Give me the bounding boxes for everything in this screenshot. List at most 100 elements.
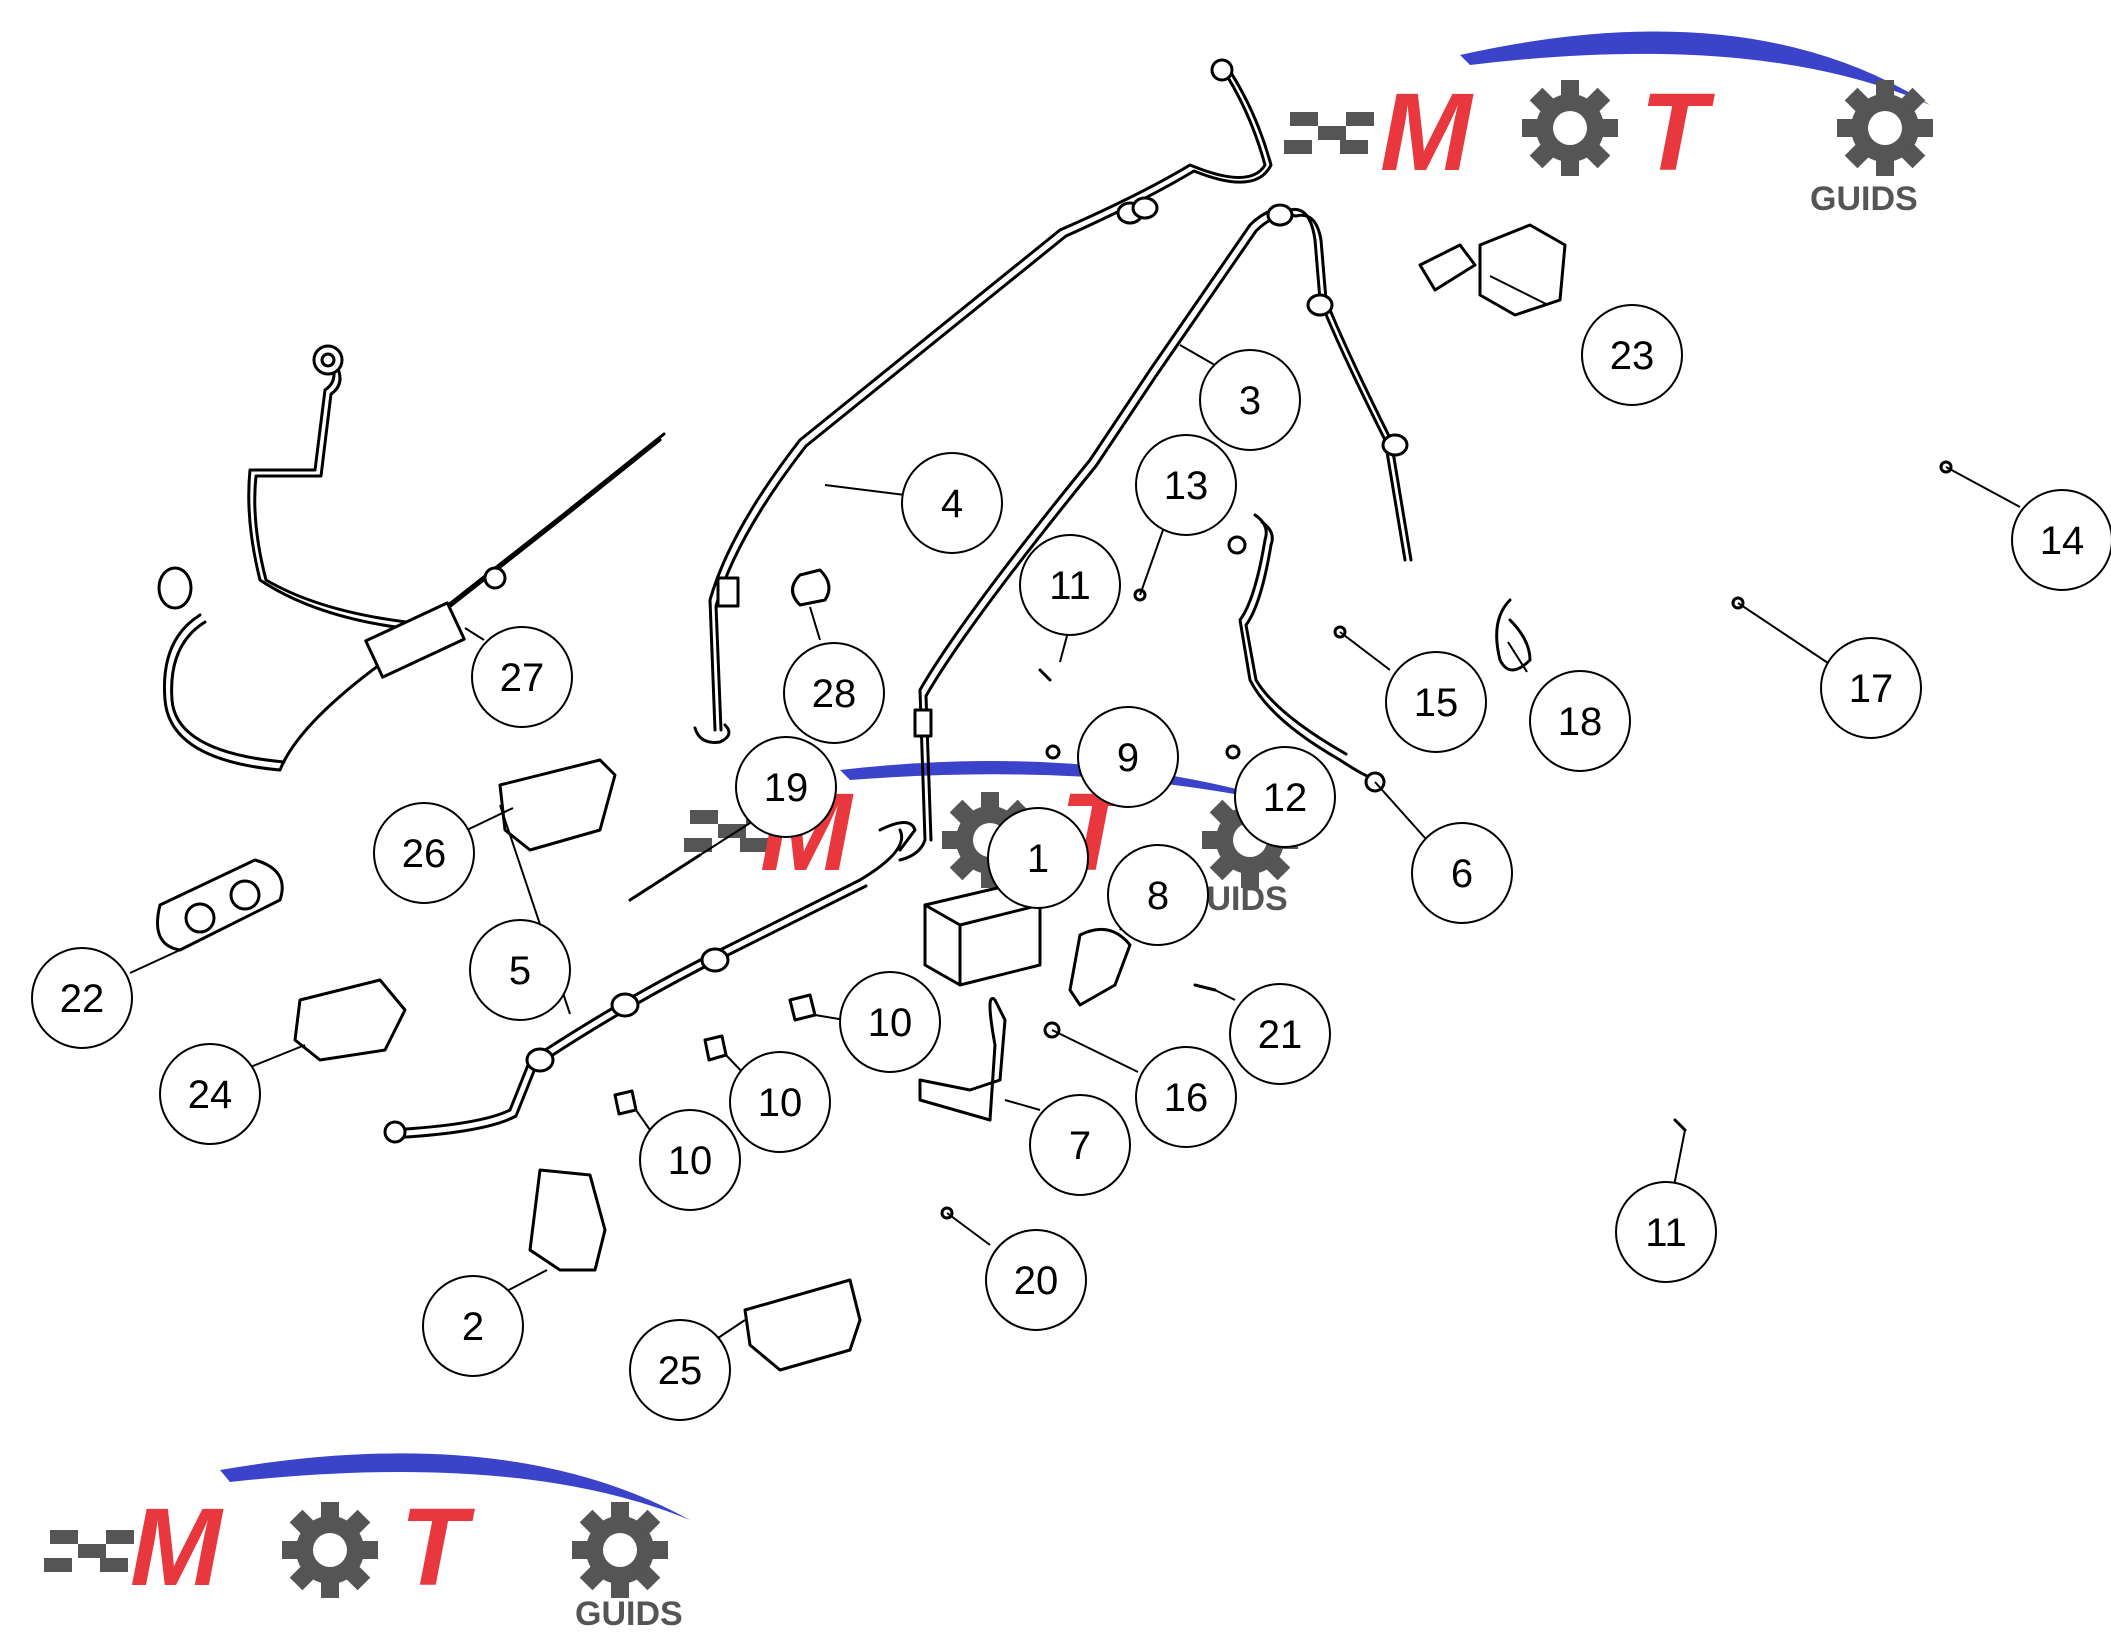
callout-c15: 15 bbox=[1385, 651, 1487, 753]
callout-c25: 25 bbox=[629, 1319, 731, 1421]
callout-number: 25 bbox=[658, 1349, 703, 1393]
callout-circle bbox=[159, 1043, 261, 1145]
callout-c19: 19 bbox=[735, 736, 837, 838]
callout-number: 15 bbox=[1414, 681, 1459, 725]
callout-c10a: 10 bbox=[839, 971, 941, 1073]
callout-c9: 9 bbox=[1077, 706, 1179, 808]
svg-text:M: M bbox=[130, 1486, 224, 1609]
callout-layer: 1234567891010101111121314151617181920212… bbox=[31, 304, 2111, 1421]
watermark-sub: GUIDS bbox=[1810, 180, 1918, 218]
callout-c26: 26 bbox=[373, 802, 475, 904]
callout-circle bbox=[1615, 1181, 1717, 1283]
callout-c21: 21 bbox=[1229, 983, 1331, 1085]
watermark-top-right: M T GUIDS bbox=[1284, 31, 1933, 218]
callout-circle bbox=[839, 971, 941, 1073]
callout-circle bbox=[1820, 637, 1922, 739]
caliper-24 bbox=[293, 978, 407, 1062]
callout-circle bbox=[1077, 706, 1179, 808]
brake-pad-25 bbox=[743, 1278, 862, 1372]
callout-c18: 18 bbox=[1529, 670, 1631, 772]
callout-c3: 3 bbox=[1199, 349, 1301, 451]
svg-text:GUIDS: GUIDS bbox=[575, 1595, 683, 1633]
callout-number: 10 bbox=[668, 1139, 713, 1183]
callout-c10c: 10 bbox=[639, 1109, 741, 1211]
bracket-22 bbox=[156, 858, 284, 952]
callout-c5: 5 bbox=[469, 919, 571, 1021]
callout-c11b: 11 bbox=[1615, 1181, 1717, 1283]
callout-c13: 13 bbox=[1135, 434, 1237, 536]
callout-number: 20 bbox=[1014, 1259, 1059, 1303]
svg-text:T: T bbox=[1640, 71, 1715, 194]
bolt-19 bbox=[628, 853, 702, 902]
bolt-21 bbox=[1193, 983, 1217, 992]
callout-circle bbox=[783, 642, 885, 744]
svg-text:M: M bbox=[1380, 71, 1474, 194]
callout-number: 9 bbox=[1117, 736, 1139, 780]
callout-circle bbox=[1581, 304, 1683, 406]
callout-c1: 1 bbox=[987, 807, 1089, 909]
callout-c6: 6 bbox=[1411, 822, 1513, 924]
callout-circle bbox=[901, 452, 1003, 554]
callout-c22: 22 bbox=[31, 947, 133, 1049]
callout-c2: 2 bbox=[422, 1275, 524, 1377]
clip-10c bbox=[613, 1089, 638, 1116]
bolt-11b bbox=[1673, 1118, 1687, 1132]
callout-c4: 4 bbox=[901, 452, 1003, 554]
clamp-18 bbox=[1495, 598, 1532, 672]
callout-circle bbox=[985, 1229, 1087, 1331]
callout-c16: 16 bbox=[1135, 1046, 1237, 1148]
callout-number: 26 bbox=[402, 832, 447, 876]
callout-number: 24 bbox=[188, 1073, 233, 1117]
brake-hose-4 bbox=[708, 63, 1267, 732]
callout-number: 11 bbox=[1645, 1211, 1687, 1255]
callout-circle bbox=[639, 1109, 741, 1211]
callout-number: 12 bbox=[1263, 776, 1308, 820]
callout-number: 1 bbox=[1027, 837, 1049, 881]
callout-circle bbox=[1135, 1046, 1237, 1148]
callout-circle bbox=[1019, 534, 1121, 636]
callout-circle bbox=[1385, 651, 1487, 753]
callout-c14: 14 bbox=[2011, 489, 2111, 591]
bolt-11a bbox=[1038, 668, 1052, 682]
nut-9 bbox=[1045, 744, 1061, 760]
callout-circle bbox=[1199, 349, 1301, 451]
callout-c12: 12 bbox=[1234, 746, 1336, 848]
callout-circle bbox=[735, 736, 837, 838]
callout-circle bbox=[31, 947, 133, 1049]
callout-number: 28 bbox=[812, 672, 857, 716]
callout-c10b: 10 bbox=[729, 1051, 831, 1153]
nut-12 bbox=[1225, 744, 1241, 760]
callout-number: 11 bbox=[1049, 564, 1091, 608]
brake-hose-5 bbox=[388, 828, 903, 1132]
callout-number: 27 bbox=[500, 656, 545, 700]
svg-text:T: T bbox=[400, 1486, 475, 1609]
sensor-23 bbox=[1478, 223, 1567, 317]
callout-number: 10 bbox=[758, 1081, 803, 1125]
callout-circle bbox=[1107, 844, 1209, 946]
callout-c7: 7 bbox=[1029, 1094, 1131, 1196]
caliper-2 bbox=[528, 1168, 607, 1272]
callout-c8: 8 bbox=[1107, 844, 1209, 946]
brake-hose-3 bbox=[898, 207, 1292, 862]
callout-circle bbox=[629, 1319, 731, 1421]
callout-c11a: 11 bbox=[1019, 534, 1121, 636]
callout-number: 10 bbox=[868, 1001, 913, 1045]
callout-c27: 27 bbox=[471, 626, 573, 728]
callout-number: 14 bbox=[2040, 519, 2085, 563]
callout-number: 5 bbox=[509, 949, 531, 993]
callout-number: 6 bbox=[1451, 852, 1473, 896]
callout-circle bbox=[1229, 983, 1331, 1085]
callout-number: 21 bbox=[1258, 1013, 1303, 1057]
callout-circle bbox=[1234, 746, 1336, 848]
callout-circle bbox=[471, 626, 573, 728]
callout-number: 16 bbox=[1164, 1076, 1209, 1120]
callout-number: 2 bbox=[462, 1305, 484, 1349]
callout-circle bbox=[469, 919, 571, 1021]
callout-c23: 23 bbox=[1581, 304, 1683, 406]
callout-c24: 24 bbox=[159, 1043, 261, 1145]
brake-hose-27 bbox=[247, 358, 662, 632]
callout-number: 17 bbox=[1849, 667, 1894, 711]
callout-circle bbox=[1135, 434, 1237, 536]
clip-10a bbox=[788, 993, 817, 1022]
